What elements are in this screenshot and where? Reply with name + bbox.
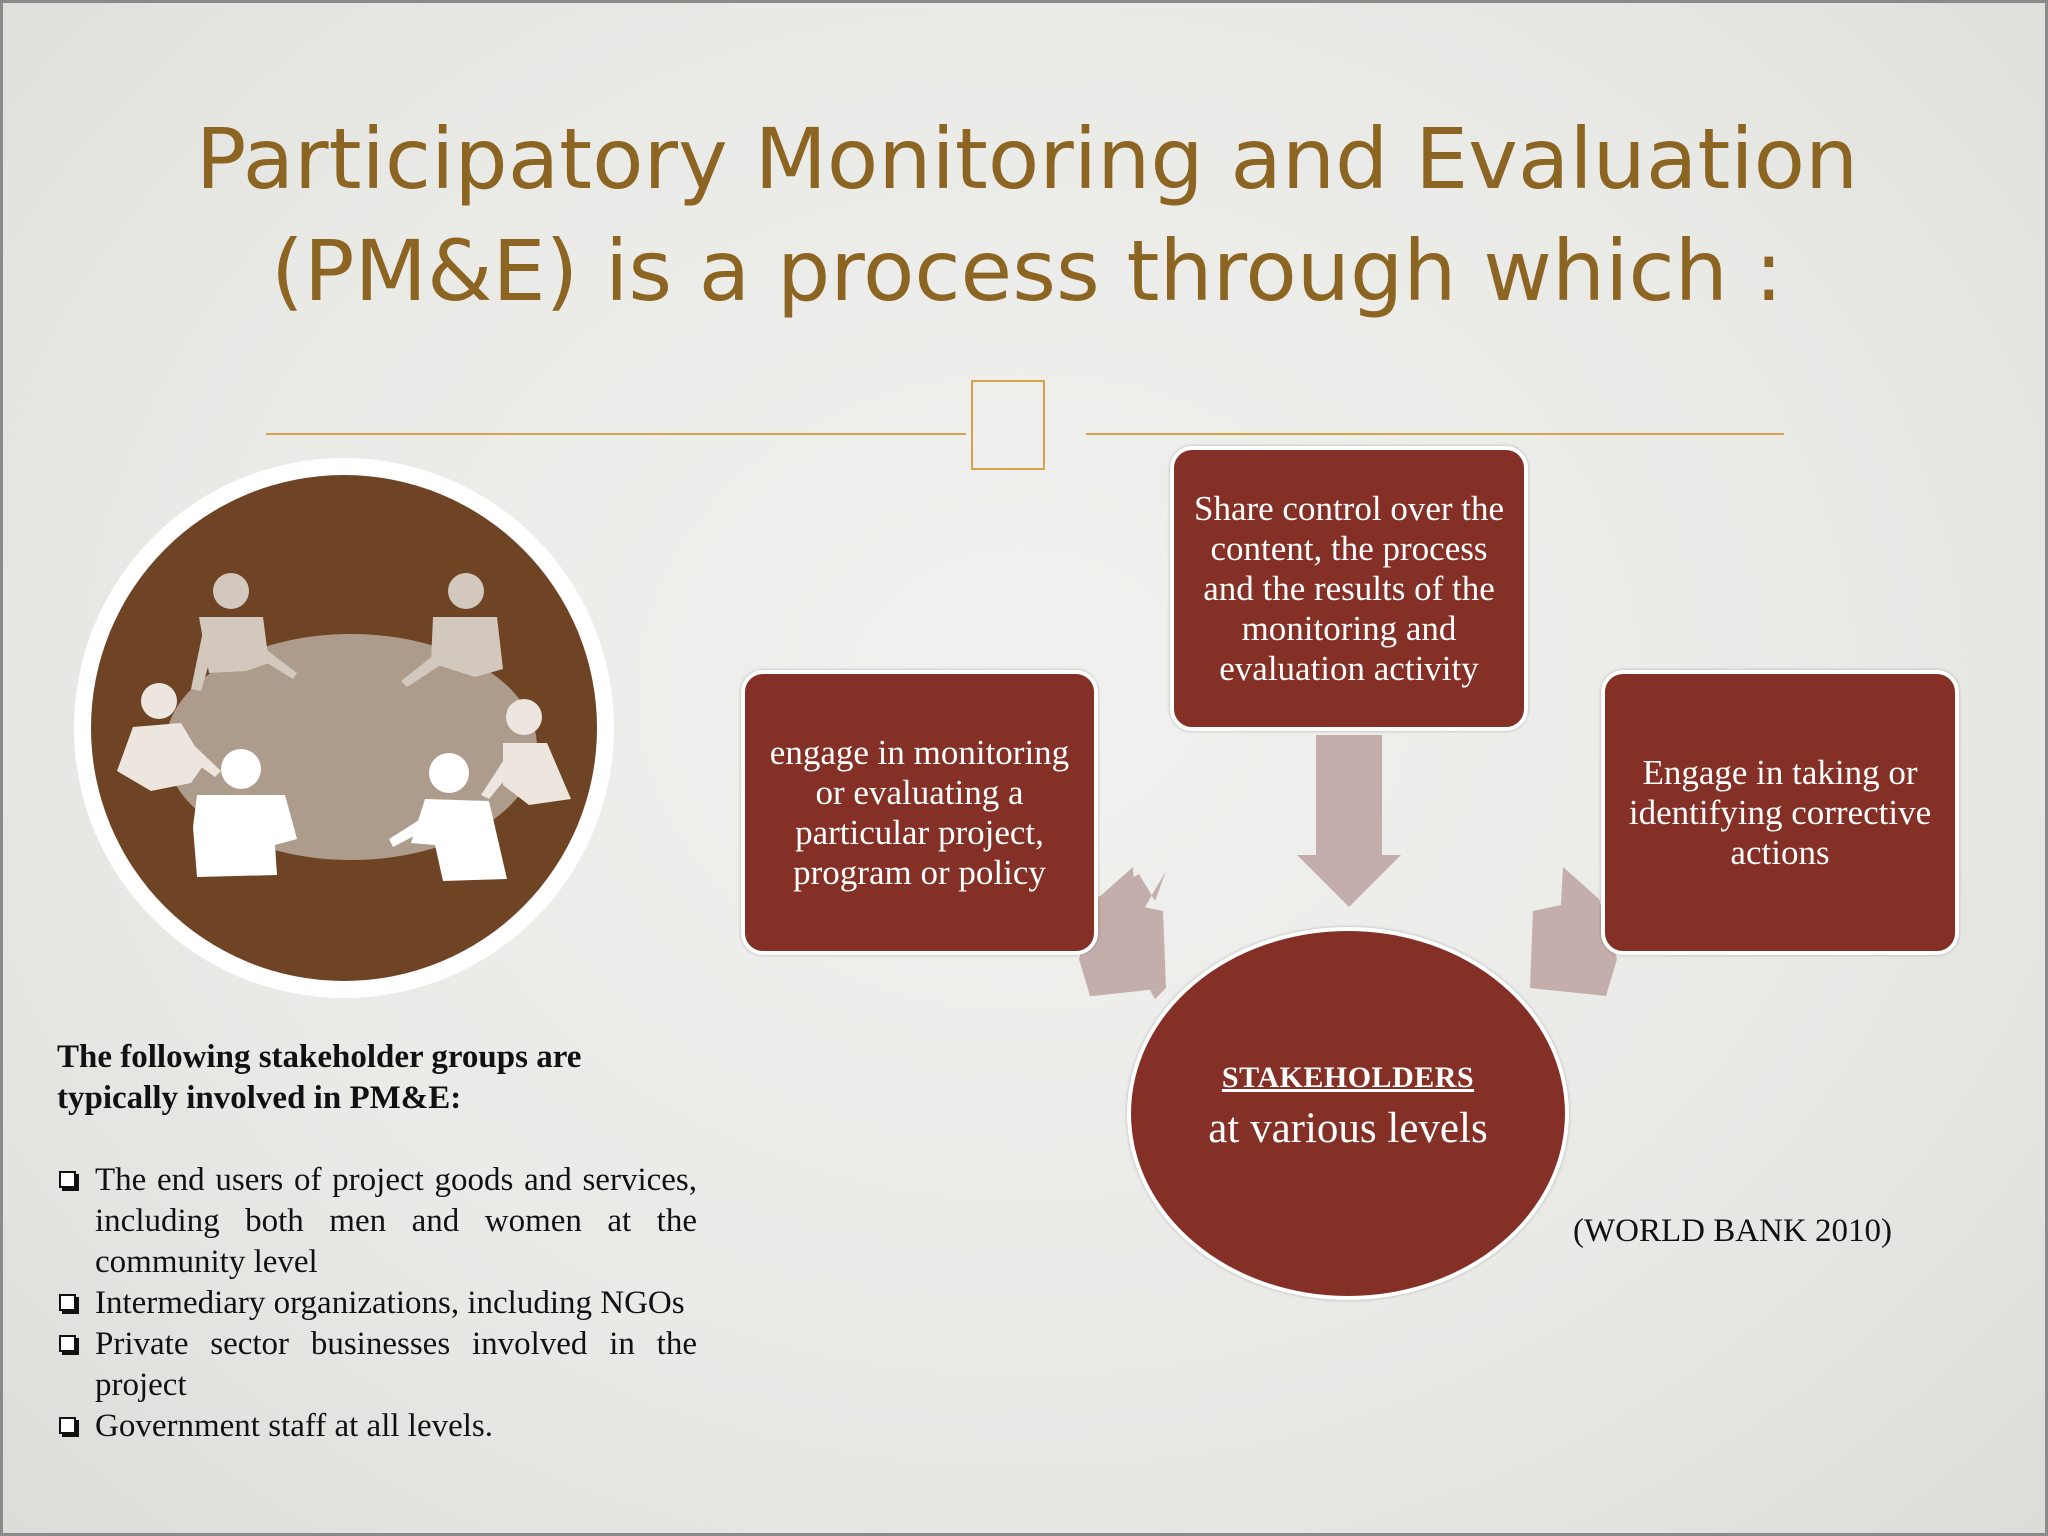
list-item: Government staff at all levels. xyxy=(57,1406,697,1447)
stakeholders-circle: STAKEHOLDERS at various levels xyxy=(1127,927,1569,1300)
stakeholder-groups-heading: The following stakeholder groups are typ… xyxy=(57,1039,582,1116)
stakeholder-groups-list: The end users of project goods and servi… xyxy=(57,1160,697,1447)
box-corrective-actions: Engage in taking or identifying correcti… xyxy=(1601,670,1959,955)
title-line-2: (PM&E) is a process through which : xyxy=(271,222,1783,320)
stakeholders-subtitle: at various levels xyxy=(1208,1104,1488,1152)
title-divider-box xyxy=(971,380,1045,470)
box-share-control: Share control over the content, the proc… xyxy=(1170,446,1528,731)
list-item: Intermediary organizations, including NG… xyxy=(57,1283,697,1324)
round-table-meeting-icon xyxy=(74,458,614,998)
arrow-down xyxy=(1297,735,1401,907)
stakeholder-groups-text: The following stakeholder groups are typ… xyxy=(57,1037,697,1447)
list-item: Private sector businesses involved in th… xyxy=(57,1324,697,1406)
stakeholders-heading: STAKEHOLDERS xyxy=(1221,1060,1475,1094)
list-item: The end users of project goods and servi… xyxy=(57,1160,697,1283)
arrow-right-to-center xyxy=(1530,867,1617,996)
title-line-1: Participatory Monitoring and Evaluation xyxy=(195,110,1859,208)
arrow-left-to-center xyxy=(1079,867,1166,996)
diagram-side-arrows xyxy=(1079,867,1617,996)
title-divider-left xyxy=(266,433,966,435)
slide-title: Participatory Monitoring and Evaluation … xyxy=(3,103,2045,327)
box-engage-monitoring: engage in monitoring or evaluating a par… xyxy=(741,670,1098,955)
title-divider-right xyxy=(1086,433,1784,435)
citation: (WORLD BANK 2010) xyxy=(1573,1213,1892,1249)
